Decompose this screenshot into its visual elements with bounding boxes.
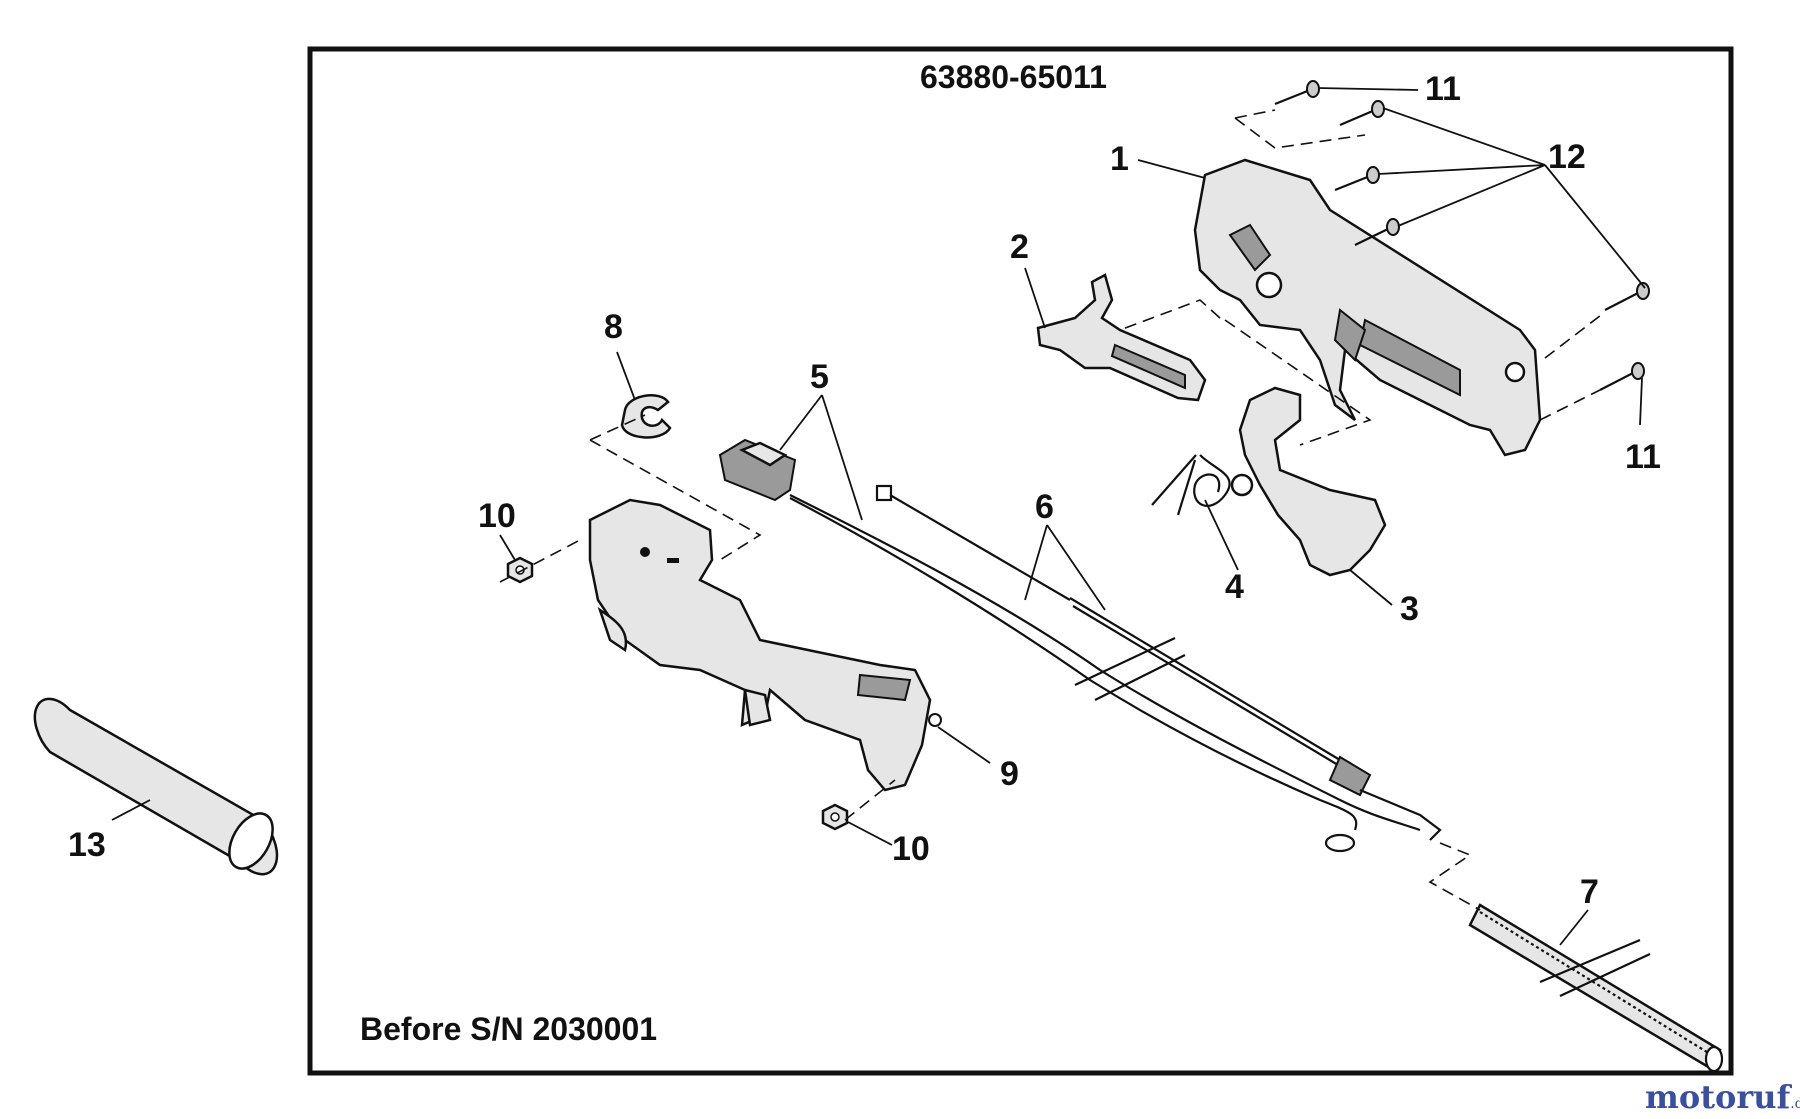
part-6-throttle-cable bbox=[875, 484, 1442, 841]
callout-10-upper: 10 bbox=[478, 497, 516, 535]
part-13-grip-sleeve bbox=[33, 697, 279, 876]
cable-break-mark bbox=[1074, 637, 1186, 701]
part-9-lower-handle-housing bbox=[588, 498, 942, 792]
diagram-footnote: Before S/N 2030001 bbox=[360, 1011, 657, 1047]
part-1-upper-handle-housing bbox=[1193, 158, 1542, 457]
callout-12: 12 bbox=[1548, 138, 1586, 176]
callout-4: 4 bbox=[1225, 568, 1244, 606]
part-10-nut-upper bbox=[506, 556, 534, 584]
part-11-screw-top bbox=[1274, 80, 1320, 106]
part-10-nut-lower bbox=[821, 803, 849, 831]
part-12-screw-b bbox=[1334, 166, 1380, 192]
callout-11-top: 11 bbox=[1425, 70, 1461, 108]
spiral-break-mark bbox=[1539, 938, 1651, 997]
part-7-spiral-protector bbox=[1468, 903, 1724, 1073]
part-11-screw-bottom bbox=[1599, 362, 1645, 391]
callout-13: 13 bbox=[68, 826, 106, 864]
callout-3: 3 bbox=[1400, 590, 1419, 628]
part-5-stop-switch bbox=[718, 438, 1421, 853]
part-8-grommet bbox=[620, 394, 672, 439]
part-2-lock-lever bbox=[1036, 273, 1207, 402]
callout-10-lower: 10 bbox=[892, 830, 930, 868]
watermark-logo: motoruf.de bbox=[1645, 1078, 1800, 1116]
callout-5: 5 bbox=[810, 358, 829, 396]
callout-9: 9 bbox=[1000, 755, 1019, 793]
callout-2: 2 bbox=[1010, 228, 1029, 266]
part-12-screw-a bbox=[1339, 100, 1385, 127]
callout-6: 6 bbox=[1035, 488, 1054, 526]
leader-lines bbox=[499, 87, 1646, 946]
callout-7: 7 bbox=[1580, 873, 1599, 911]
part-4-torsion-spring bbox=[1151, 454, 1231, 516]
part-3-throttle-trigger bbox=[1230, 386, 1387, 577]
svg-text:motoruf.de: motoruf.de bbox=[1645, 1078, 1800, 1116]
callout-11-bottom: 11 bbox=[1625, 438, 1661, 476]
callout-1: 1 bbox=[1110, 140, 1129, 178]
part-12-screw-d bbox=[1604, 282, 1650, 311]
callout-8: 8 bbox=[604, 308, 623, 346]
assembly-lines bbox=[499, 109, 1606, 911]
part-12-screw-c bbox=[1354, 218, 1400, 246]
diagram-frame bbox=[307, 46, 1734, 1076]
diagram-header-code: 63880-65011 bbox=[920, 59, 1107, 95]
